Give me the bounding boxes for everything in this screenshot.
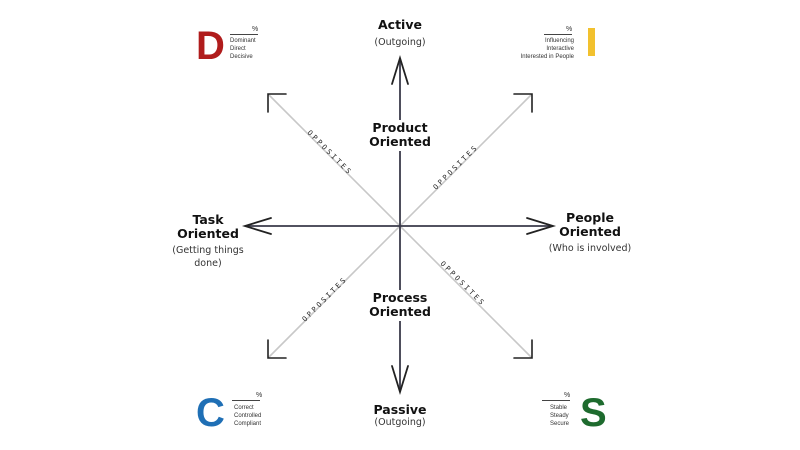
quadrant-s: % Stable Steady Secure S	[538, 390, 618, 435]
i-percent-blank[interactable]	[544, 34, 572, 35]
c-percent-sign: %	[256, 392, 263, 399]
letter-i-icon	[588, 28, 595, 56]
s-trait: Stable	[550, 405, 568, 411]
s-percent-blank[interactable]	[542, 400, 570, 401]
task-subtitle-line1: (Getting things	[172, 244, 244, 256]
task-title-line2: Oriented	[177, 226, 239, 242]
product-line2: Oriented	[369, 134, 431, 150]
letter-d-icon: D	[196, 24, 225, 68]
diagonal-label-sw: OPPOSITES	[301, 275, 349, 323]
process-line1: Process	[372, 290, 428, 305]
arrowhead-left-icon	[241, 217, 272, 235]
center-label-process-oriented: Process Oriented	[360, 290, 440, 321]
people-subtitle: (Who is involved)	[548, 242, 632, 254]
arrowhead-sw-icon	[267, 339, 287, 359]
passive-title: Passive	[373, 402, 427, 417]
center-label-product-oriented: Product Oriented	[360, 120, 440, 151]
people-title-line2: Oriented	[559, 224, 621, 240]
axis-label-task-oriented: Task Oriented (Getting things done)	[158, 212, 258, 270]
people-title-line1: People	[566, 210, 614, 225]
letter-s-icon: S	[580, 391, 607, 435]
process-line2: Oriented	[369, 304, 431, 320]
arrowhead-nw-icon	[267, 93, 287, 113]
c-traits: Correct Controlled Compliant	[234, 404, 261, 428]
d-percent-sign: %	[252, 26, 259, 33]
d-percent-blank[interactable]	[230, 34, 258, 35]
i-trait: Influencing	[544, 38, 574, 44]
c-trait: Controlled	[234, 413, 262, 419]
s-traits: Stable Steady Secure	[550, 404, 569, 428]
quadrant-c: C % Correct Controlled Compliant	[196, 390, 276, 435]
d-trait: Dominant	[230, 38, 256, 44]
active-subtitle: (Outgoing)	[374, 37, 426, 49]
task-subtitle-line2: done)	[194, 257, 222, 269]
i-trait: Interested in People	[520, 54, 574, 60]
c-percent-blank[interactable]	[232, 400, 260, 401]
arrowhead-ne-icon	[513, 93, 533, 113]
d-trait: Decisive	[230, 54, 253, 60]
axis-arrowheads	[241, 54, 557, 396]
arrowhead-se-icon	[513, 339, 533, 359]
axis-label-active: Active (Outgoing)	[350, 17, 450, 49]
active-title: Active	[378, 17, 422, 32]
diagonal-arrowheads	[267, 93, 533, 359]
axis-label-people-oriented: People Oriented (Who is involved)	[535, 210, 645, 255]
letter-c-icon: C	[196, 391, 225, 435]
arrowhead-up-icon	[391, 54, 409, 85]
c-trait: Correct	[234, 405, 254, 411]
quadrant-d: D % Dominant Direct Decisive	[196, 24, 276, 68]
d-traits: Dominant Direct Decisive	[230, 37, 256, 61]
quadrant-i: % Influencing Interactive Interested in …	[508, 24, 598, 64]
s-trait: Steady	[550, 413, 569, 419]
main-axes	[245, 58, 553, 392]
arrowhead-right-icon	[526, 217, 557, 235]
i-trait: Interactive	[546, 46, 574, 52]
axis-label-passive: Passive (Outgoing)	[350, 402, 450, 429]
diagonal-label-nw: OPPOSITES	[306, 129, 354, 177]
s-trait: Secure	[550, 421, 570, 427]
i-traits: Influencing Interactive Interested in Pe…	[521, 37, 574, 61]
passive-subtitle: (Outgoing)	[374, 417, 426, 429]
arrowhead-down-icon	[391, 365, 409, 396]
product-line1: Product	[372, 120, 428, 135]
c-trait: Compliant	[234, 421, 262, 427]
d-trait: Direct	[230, 46, 246, 52]
s-percent-sign: %	[564, 392, 571, 399]
i-percent-sign: %	[566, 26, 573, 33]
diagonal-label-se: OPPOSITES	[439, 260, 487, 308]
task-title-line1: Task	[192, 212, 224, 227]
